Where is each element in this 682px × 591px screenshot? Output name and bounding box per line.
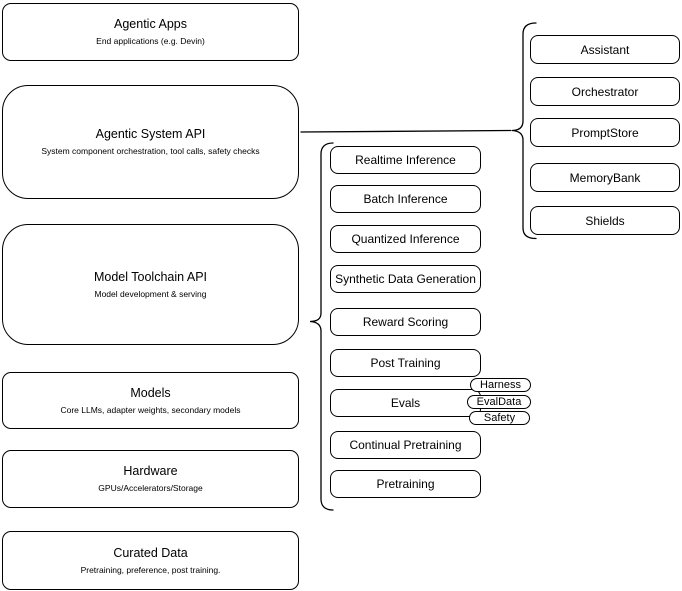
node-assistant: Assistant bbox=[530, 35, 680, 64]
node-subtitle: GPUs/Accelerators/Storage bbox=[98, 483, 203, 493]
node-subtitle: Pretraining, preference, post training. bbox=[80, 564, 221, 575]
node-label: Realtime Inference bbox=[355, 153, 456, 167]
node-title: Hardware bbox=[123, 464, 178, 478]
tag-evaldata: EvalData bbox=[467, 395, 531, 409]
node-synthetic-data-generation: Synthetic Data Generation bbox=[330, 265, 481, 293]
node-continual-pretraining: Continual Pretraining bbox=[330, 431, 481, 459]
tag-safety: Safety bbox=[469, 411, 530, 425]
tag-label: EvalData bbox=[476, 395, 522, 408]
node-label: Shields bbox=[585, 213, 625, 228]
node-agentic-system-api: Agentic System API System component orch… bbox=[2, 85, 299, 199]
node-subtitle: End applications (e.g. Devin) bbox=[96, 36, 205, 46]
node-subtitle: System component orchestration, tool cal… bbox=[41, 146, 260, 156]
node-label: Orchestrator bbox=[571, 84, 639, 99]
node-quantized-inference: Quantized Inference bbox=[330, 225, 481, 253]
node-label: Assistant bbox=[580, 42, 630, 57]
node-hardware: Hardware GPUs/Accelerators/Storage bbox=[2, 450, 299, 508]
node-label: Evals bbox=[390, 396, 421, 410]
node-memorybank: MemoryBank bbox=[530, 163, 680, 192]
tag-label: Safety bbox=[483, 411, 516, 424]
node-subtitle: Model development & serving bbox=[94, 288, 207, 299]
node-label: Synthetic Data Generation bbox=[335, 272, 476, 286]
node-shields: Shields bbox=[530, 206, 680, 235]
node-label: Continual Pretraining bbox=[349, 438, 462, 452]
node-post-training: Post Training bbox=[330, 349, 481, 377]
node-label: Quantized Inference bbox=[351, 232, 460, 246]
tag-harness: Harness bbox=[470, 378, 531, 392]
node-title: Agentic Apps bbox=[114, 17, 187, 31]
node-batch-inference: Batch Inference bbox=[330, 185, 481, 213]
node-label: Post Training bbox=[370, 356, 441, 370]
node-reward-scoring: Reward Scoring bbox=[330, 308, 481, 336]
node-label: Reward Scoring bbox=[362, 315, 449, 329]
node-subtitle: Core LLMs, adapter weights, secondary mo… bbox=[60, 404, 241, 415]
node-realtime-inference: Realtime Inference bbox=[330, 146, 481, 174]
node-curated-data: Curated Data Pretraining, preference, po… bbox=[2, 531, 299, 590]
node-agentic-apps: Agentic Apps End applications (e.g. Devi… bbox=[2, 3, 299, 61]
node-label: Pretraining bbox=[376, 477, 435, 491]
node-orchestrator: Orchestrator bbox=[530, 77, 680, 106]
node-label: MemoryBank bbox=[569, 170, 641, 185]
node-evals: Evals bbox=[330, 389, 481, 417]
node-promptstore: PromptStore bbox=[530, 118, 680, 147]
node-pretraining: Pretraining bbox=[330, 470, 481, 498]
node-title: Curated Data bbox=[113, 545, 188, 560]
node-title: Agentic System API bbox=[95, 127, 206, 141]
tag-label: Harness bbox=[480, 378, 521, 391]
node-title: Models bbox=[130, 385, 171, 400]
system-connector-line bbox=[300, 129, 512, 133]
node-label: Batch Inference bbox=[363, 192, 448, 206]
node-title: Model Toolchain API bbox=[93, 269, 208, 284]
node-models: Models Core LLMs, adapter weights, secon… bbox=[2, 372, 299, 429]
node-model-toolchain-api: Model Toolchain API Model development & … bbox=[2, 224, 299, 345]
node-label: PromptStore bbox=[571, 125, 639, 140]
